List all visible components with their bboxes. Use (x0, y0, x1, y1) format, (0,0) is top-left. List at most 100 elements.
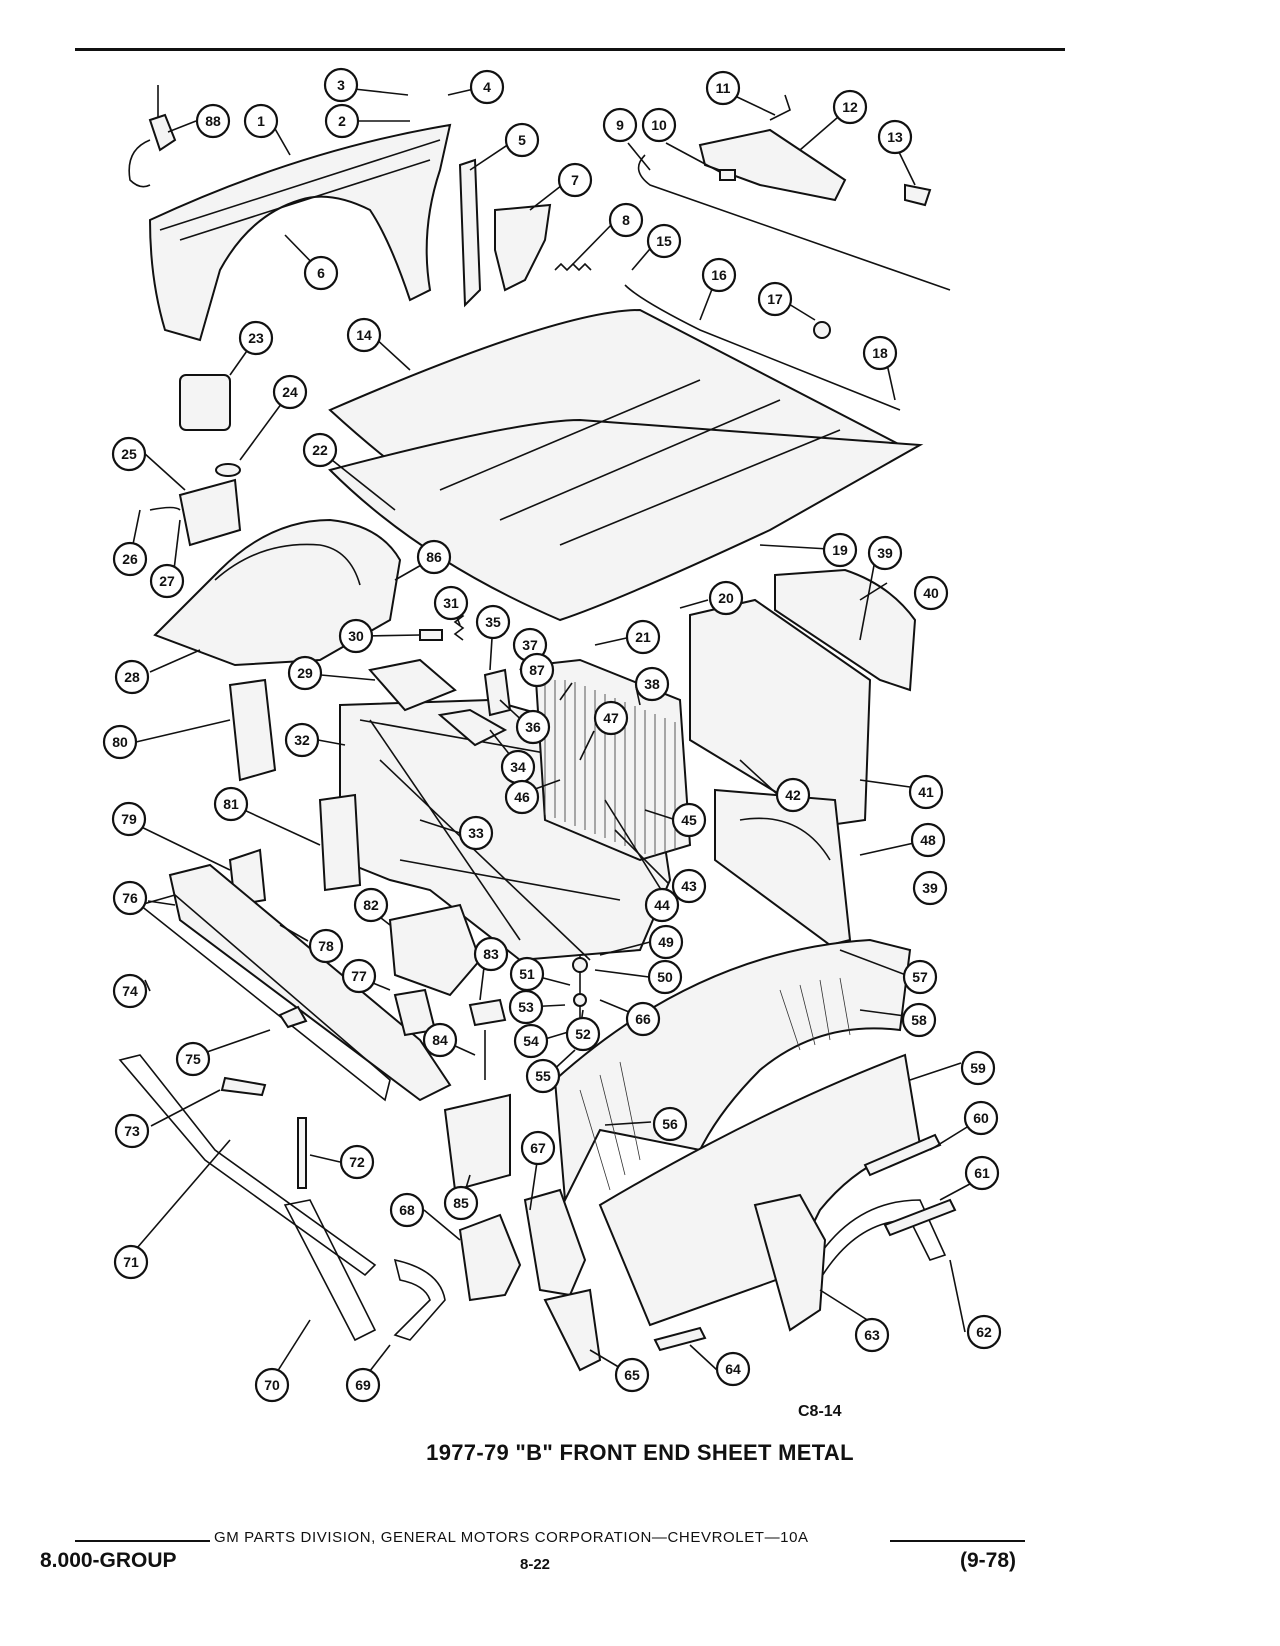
callout-80: 80 (102, 724, 138, 760)
callout-33: 33 (458, 815, 494, 851)
callout-62: 62 (966, 1314, 1002, 1350)
svg-text:35: 35 (485, 614, 501, 630)
svg-text:55: 55 (535, 1068, 551, 1084)
svg-text:34: 34 (510, 759, 526, 775)
svg-text:82: 82 (363, 897, 379, 913)
callout-54: 54 (513, 1023, 549, 1059)
callout-55: 55 (525, 1058, 561, 1094)
callout-66: 66 (625, 1001, 661, 1037)
callout-39-bottom: 39 (912, 870, 948, 906)
callout-67: 67 (520, 1130, 556, 1166)
callout-86: 86 (416, 539, 452, 575)
svg-text:52: 52 (575, 1026, 591, 1042)
callout-2: 2 (324, 103, 360, 139)
callout-12: 12 (832, 89, 868, 125)
svg-text:43: 43 (681, 878, 697, 894)
callout-82: 82 (353, 887, 389, 923)
callout-29: 29 (287, 655, 323, 691)
svg-text:15: 15 (656, 233, 672, 249)
svg-text:59: 59 (970, 1060, 986, 1076)
svg-text:78: 78 (318, 938, 334, 954)
callout-26: 26 (112, 541, 148, 577)
svg-text:41: 41 (918, 784, 934, 800)
svg-text:65: 65 (624, 1367, 640, 1383)
svg-text:75: 75 (185, 1051, 201, 1067)
svg-text:18: 18 (872, 345, 888, 361)
svg-text:4: 4 (483, 79, 491, 95)
svg-text:16: 16 (711, 267, 727, 283)
svg-text:49: 49 (658, 934, 674, 950)
callout-14: 14 (346, 317, 382, 353)
svg-text:31: 31 (443, 595, 459, 611)
callout-85: 85 (443, 1185, 479, 1221)
svg-text:38: 38 (644, 676, 660, 692)
callout-70: 70 (254, 1367, 290, 1403)
right-fender-part (553, 938, 912, 1204)
svg-text:85: 85 (453, 1195, 469, 1211)
footer-publisher: GM PARTS DIVISION, GENERAL MOTORS CORPOR… (210, 1529, 813, 1546)
svg-text:17: 17 (767, 291, 783, 307)
callout-84: 84 (422, 1022, 458, 1058)
svg-text:53: 53 (518, 999, 534, 1015)
figure-code: C8-14 (798, 1403, 842, 1420)
svg-text:2: 2 (338, 113, 346, 129)
svg-text:56: 56 (662, 1116, 678, 1132)
footer-date: (9-78) (960, 1549, 1017, 1572)
svg-text:12: 12 (842, 99, 858, 115)
svg-text:45: 45 (681, 812, 697, 828)
svg-text:60: 60 (973, 1110, 989, 1126)
svg-text:69: 69 (355, 1377, 371, 1393)
callout-45: 45 (671, 802, 707, 838)
svg-text:28: 28 (124, 669, 140, 685)
callout-53: 53 (508, 989, 544, 1025)
callout-24: 24 (272, 374, 308, 410)
callout-56: 56 (652, 1106, 688, 1142)
callout-17: 17 (757, 281, 793, 317)
callout-88: 88 (195, 103, 231, 139)
inner-fender-part (153, 518, 402, 667)
callout-11: 11 (705, 70, 741, 106)
svg-text:61: 61 (974, 1165, 990, 1181)
callout-71: 71 (113, 1244, 149, 1280)
top-rule (75, 48, 1065, 51)
callout-46: 46 (504, 779, 540, 815)
svg-text:27: 27 (159, 573, 175, 589)
callout-19: 19 (822, 532, 858, 568)
callout-34: 34 (500, 749, 536, 785)
svg-text:19: 19 (832, 542, 848, 558)
callout-18: 18 (862, 335, 898, 371)
svg-text:6: 6 (317, 265, 325, 281)
callout-60: 60 (963, 1100, 999, 1136)
svg-text:8: 8 (622, 212, 630, 228)
callout-64: 64 (715, 1351, 751, 1387)
svg-text:74: 74 (122, 983, 138, 999)
svg-text:81: 81 (223, 796, 239, 812)
callout-50: 50 (647, 959, 683, 995)
svg-text:71: 71 (123, 1254, 139, 1270)
svg-text:72: 72 (349, 1154, 365, 1170)
callout-72: 72 (339, 1144, 375, 1180)
footer-group: 8.000-GROUP (40, 1549, 177, 1572)
svg-text:87: 87 (529, 662, 545, 678)
svg-text:64: 64 (725, 1361, 741, 1377)
callout-41: 41 (908, 774, 944, 810)
callout-4: 4 (469, 69, 505, 105)
svg-text:40: 40 (923, 585, 939, 601)
svg-text:29: 29 (297, 665, 313, 681)
callout-7: 7 (557, 162, 593, 198)
svg-text:14: 14 (356, 327, 372, 343)
svg-text:33: 33 (468, 825, 484, 841)
svg-text:10: 10 (651, 117, 667, 133)
footer-page-number: 8-22 (520, 1556, 551, 1573)
callout-13: 13 (877, 119, 913, 155)
callout-8: 8 (608, 202, 644, 238)
svg-text:68: 68 (399, 1202, 415, 1218)
callout-78: 78 (308, 928, 344, 964)
callout-28: 28 (114, 659, 150, 695)
svg-text:39: 39 (922, 880, 938, 896)
svg-text:86: 86 (426, 549, 442, 565)
callout-32: 32 (284, 722, 320, 758)
callout-58: 58 (901, 1002, 937, 1038)
callout-15: 15 (646, 223, 682, 259)
